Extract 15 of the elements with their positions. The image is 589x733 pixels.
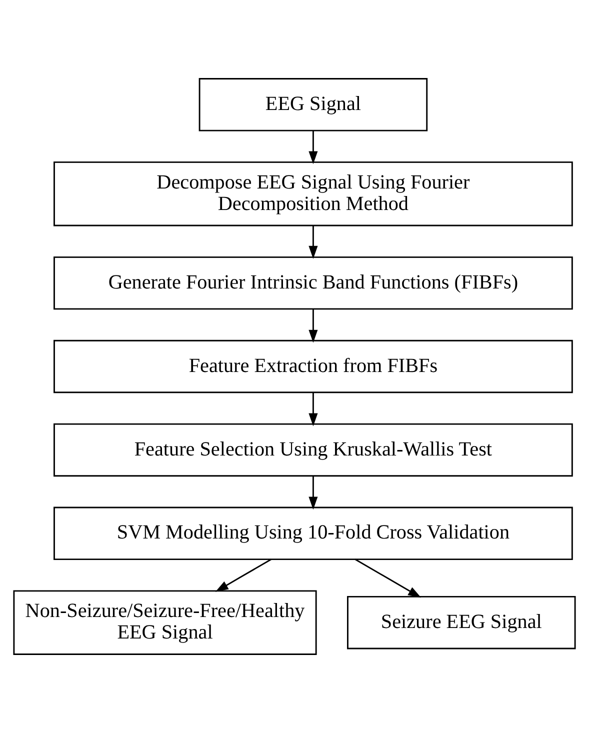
arrow: [308, 226, 318, 259]
arrow: [308, 392, 318, 426]
node-box: Feature Extraction from FIBFs: [54, 340, 573, 394]
arrow: [354, 558, 422, 598]
node-box: Seizure EEG Signal: [347, 596, 576, 650]
arrow: [308, 476, 318, 510]
node-box: Generate Fourier Intrinsic Band Functions (FIBFs): [54, 256, 573, 310]
node-box: Non-Seizure/Seizure-Free/Healthy EEG Signal: [13, 590, 317, 655]
node-box: Feature Selection Using Kruskal-Wallis Test: [54, 423, 573, 477]
arrow: [308, 309, 318, 343]
node-box: Decompose EEG Signal Using Fourier Decomposition Method: [54, 161, 573, 226]
arrow: [308, 130, 318, 164]
node-box: SVM Modelling Using 10-Fold Cross Validation: [54, 506, 573, 560]
arrow: [215, 558, 272, 592]
node-box: EEG Signal: [198, 78, 428, 132]
